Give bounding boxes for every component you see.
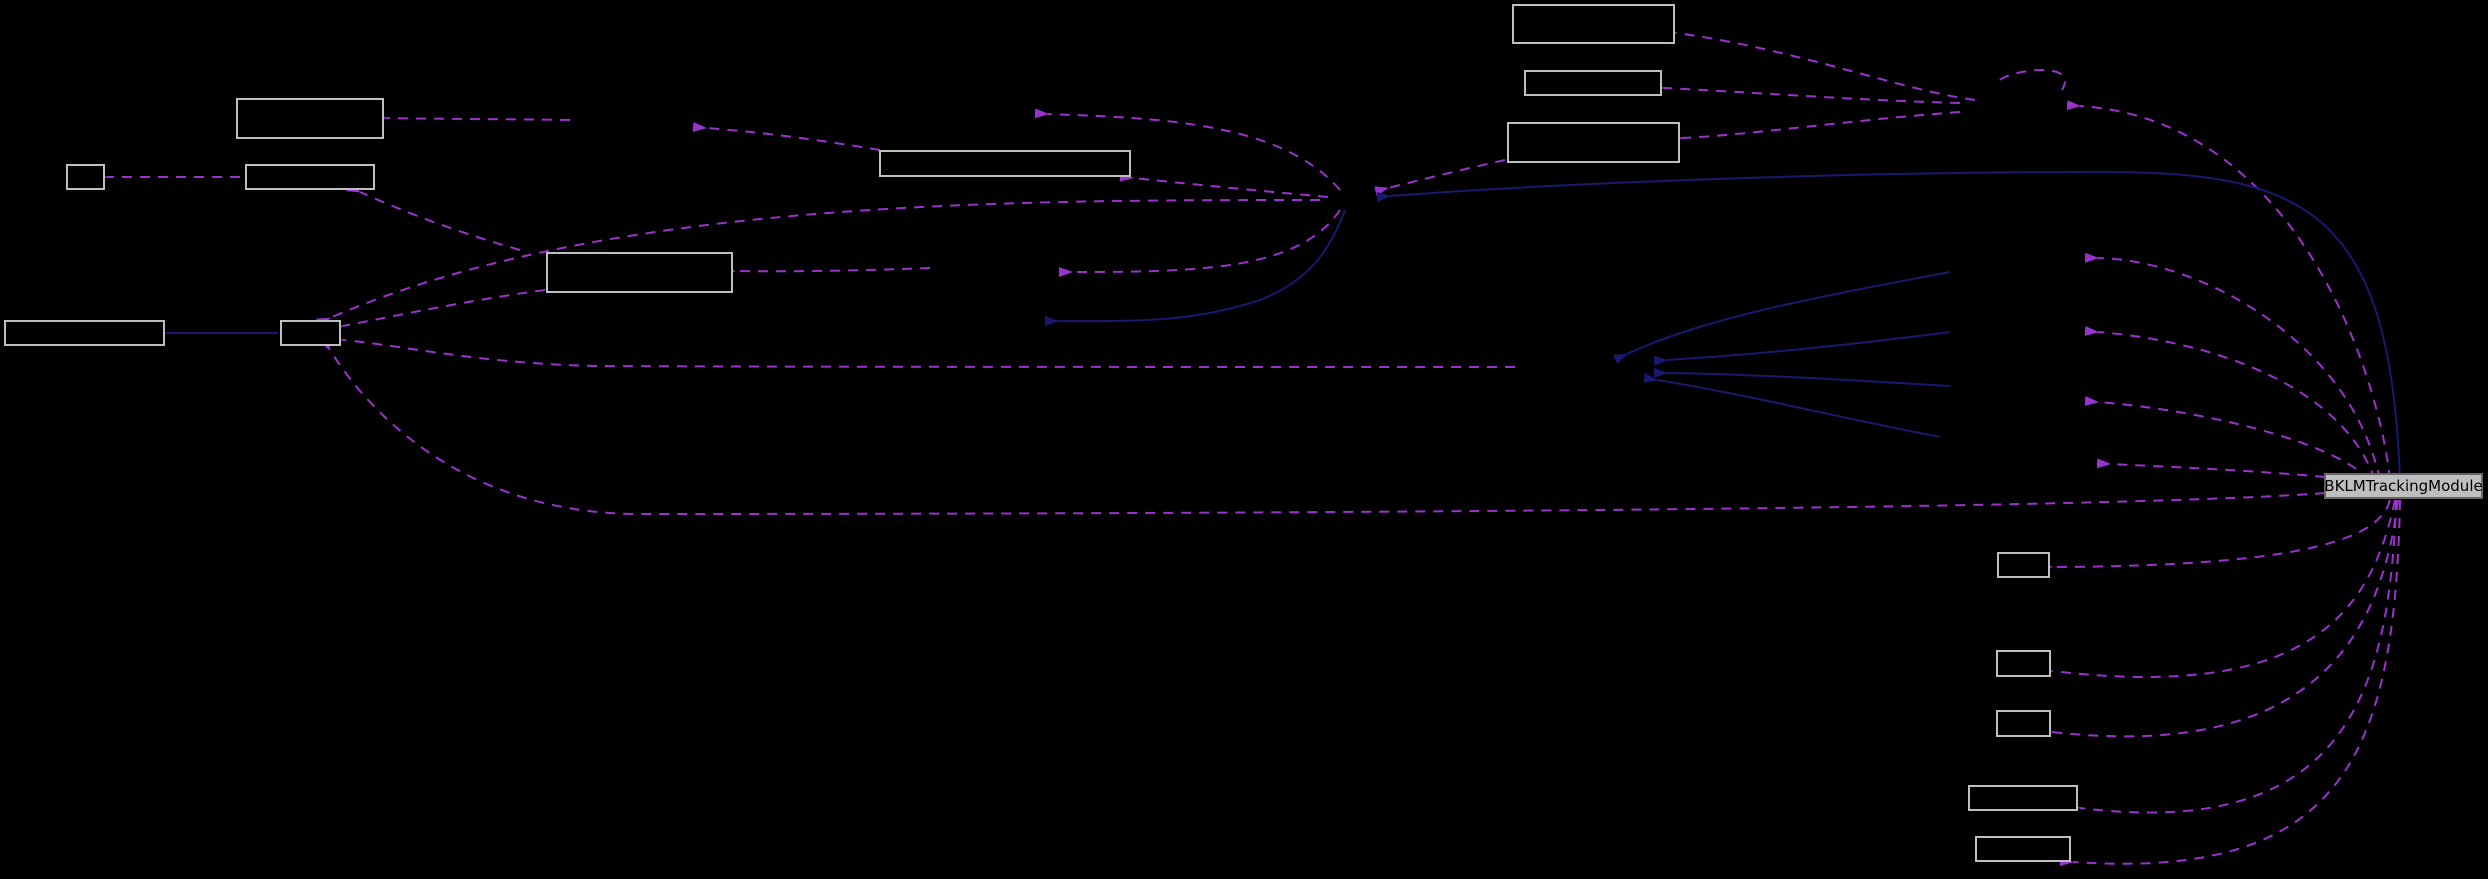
inheritance-edge — [1653, 331, 1951, 366]
usage-edge — [1058, 209, 1341, 278]
usage-edge — [692, 122, 881, 151]
self-loop-edge — [1999, 69, 2066, 91]
usage-edge — [1119, 171, 1329, 198]
inheritance-edge — [1643, 372, 1941, 438]
class-node[interactable] — [280, 320, 341, 346]
class-node[interactable] — [1512, 4, 1675, 44]
class-node[interactable] — [1975, 836, 2071, 862]
usage-edge — [1374, 159, 1506, 197]
class-node[interactable] — [1968, 785, 2078, 811]
usage-edge — [329, 333, 1516, 368]
usage-edge — [346, 182, 521, 251]
usage-edge — [1663, 26, 1976, 101]
focus-node[interactable]: BKLMTrackingModule — [2324, 473, 2483, 499]
inheritance-edge — [1376, 170, 2401, 481]
usage-edge — [329, 289, 546, 334]
usage-edge — [372, 112, 571, 123]
usage-edge — [721, 265, 931, 276]
class-node[interactable] — [1996, 650, 2051, 677]
class-node[interactable] — [546, 252, 733, 293]
usage-edge — [2066, 499, 2397, 814]
class-node[interactable] — [1524, 70, 1662, 96]
class-node[interactable] — [245, 164, 375, 190]
inheritance-edge — [1044, 209, 1346, 326]
usage-edge — [316, 199, 1321, 328]
class-node[interactable] — [66, 164, 105, 190]
usage-edge — [2059, 499, 2401, 867]
usage-edge — [318, 336, 2326, 516]
usage-edge — [2038, 499, 2399, 738]
class-node[interactable] — [879, 150, 1131, 177]
class-node[interactable] — [1507, 122, 1680, 163]
usage-edge — [2038, 499, 2396, 678]
usage-edge — [2084, 252, 2381, 481]
inheritance-edge — [1653, 367, 1951, 387]
usage-edge — [2084, 395, 2371, 481]
usage-edge — [1034, 108, 1341, 191]
class-node[interactable] — [236, 98, 384, 139]
inheritance-edge — [1613, 271, 1951, 365]
usage-edge — [2066, 100, 2391, 481]
usage-edge — [1650, 82, 1961, 104]
usage-edge — [2084, 325, 2376, 481]
usage-edge — [2038, 499, 2391, 573]
usage-edge — [1668, 111, 1961, 144]
class-node[interactable] — [1997, 552, 2050, 578]
class-node[interactable] — [4, 320, 165, 346]
class-node[interactable] — [1996, 710, 2051, 737]
usage-edge — [2096, 458, 2326, 478]
